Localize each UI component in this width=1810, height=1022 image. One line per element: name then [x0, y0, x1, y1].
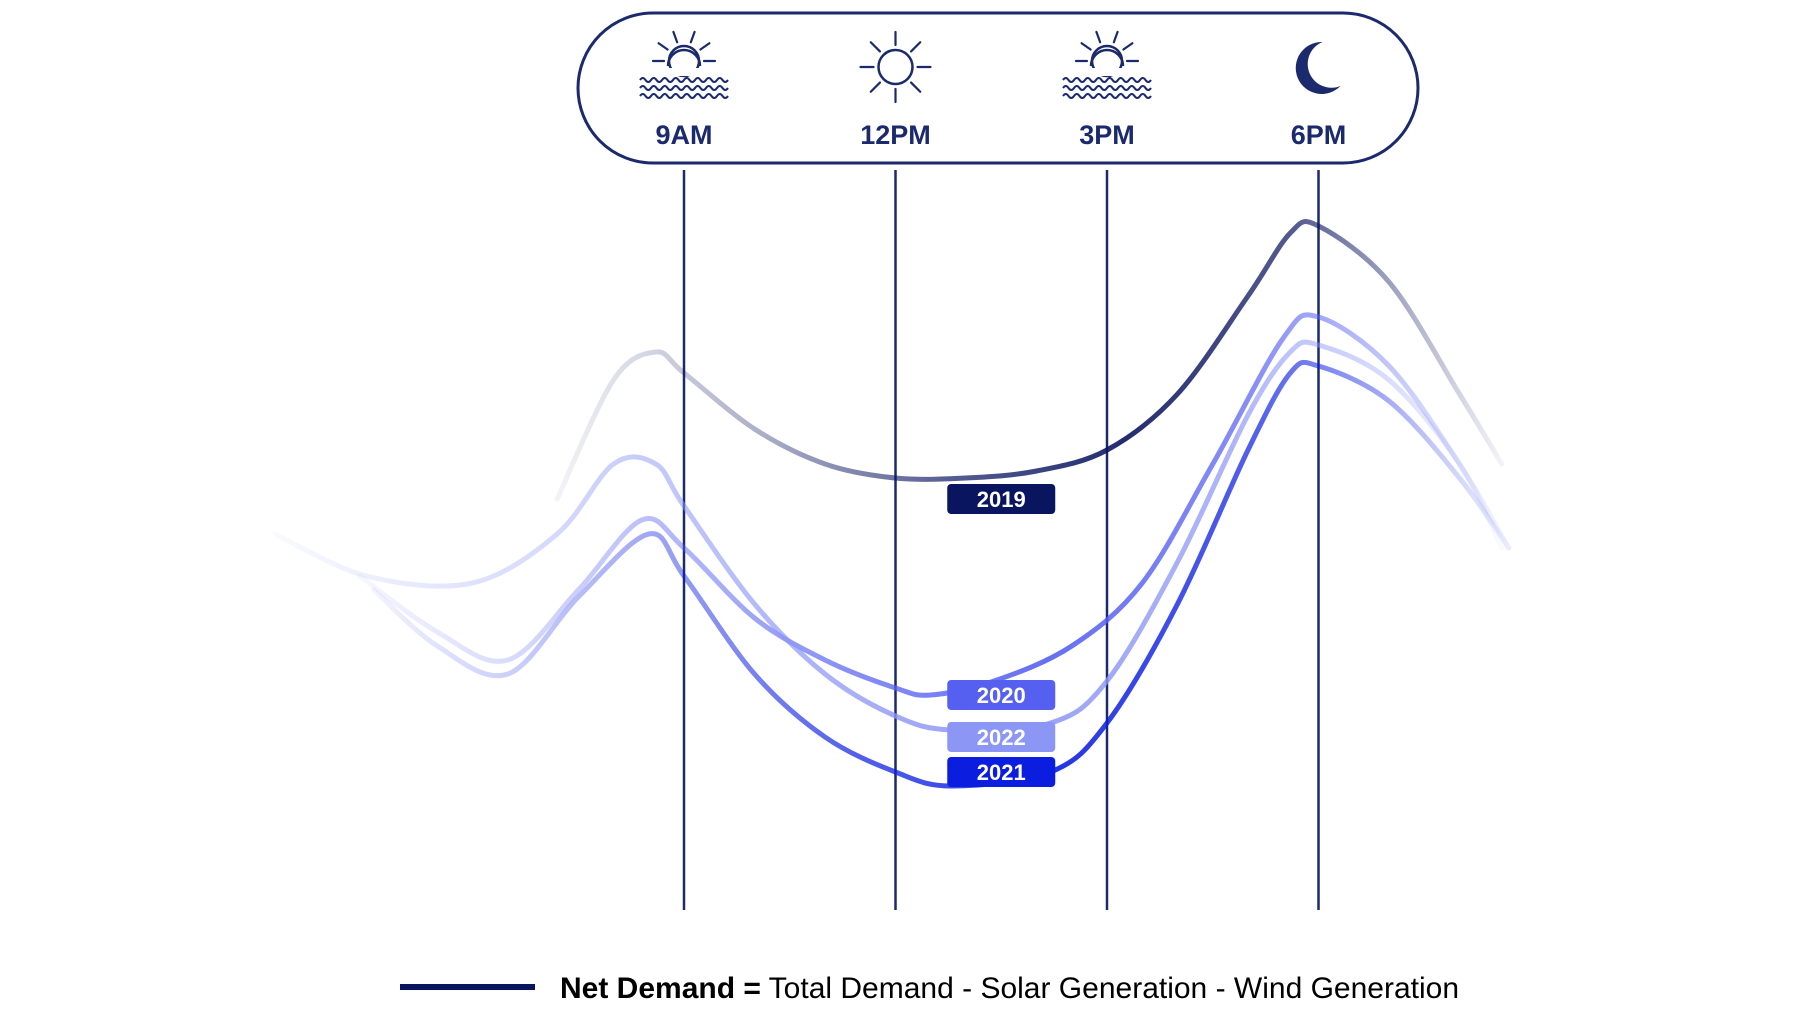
sun-icon	[859, 30, 932, 104]
series-labels: 2019 2020 2022 2021	[947, 484, 1056, 787]
time-gridlines	[682, 170, 1320, 910]
series-label-2021: 2021	[947, 757, 1056, 787]
series-label-badge-2022	[947, 722, 1056, 752]
time-icons	[639, 30, 1341, 104]
series-label-2019: 2019	[947, 484, 1056, 514]
series-label-text-2019: 2019	[977, 487, 1026, 512]
legend-formula-text: Total Demand - Solar Generation - Wind G…	[761, 972, 1459, 1005]
tick-label-12pm: 12PM	[860, 120, 931, 150]
sunset-icon	[1062, 30, 1152, 99]
sunrise-icon	[639, 30, 729, 99]
series-label-text-2022: 2022	[977, 725, 1026, 750]
time-header-pill	[576, 11, 1420, 165]
series-label-2020: 2020	[947, 680, 1056, 710]
series-label-badge-2021	[947, 757, 1056, 787]
legend-text: Net Demand = Total Demand - Solar Genera…	[560, 972, 1459, 1005]
series-label-badge-2020	[947, 680, 1056, 710]
series-label-2022: 2022	[947, 722, 1056, 752]
moon-icon	[1295, 41, 1341, 94]
legend: Net Demand = Total Demand - Solar Genera…	[400, 972, 1459, 1005]
tick-label-3pm: 3PM	[1079, 120, 1135, 150]
series-line-2021	[371, 359, 1512, 789]
legend-bold-text: Net Demand =	[560, 972, 761, 1005]
series-label-text-2020: 2020	[977, 683, 1026, 708]
series-line-2022	[272, 339, 1505, 734]
series-line-2019	[554, 219, 1505, 502]
tick-label-6pm: 6PM	[1291, 120, 1347, 150]
time-tick-labels: 9AM 12PM 3PM 6PM	[655, 120, 1346, 150]
series-lines	[272, 219, 1512, 789]
series-label-badge-2019	[947, 484, 1056, 514]
tick-label-9am: 9AM	[655, 120, 712, 150]
series-label-text-2021: 2021	[977, 760, 1026, 785]
